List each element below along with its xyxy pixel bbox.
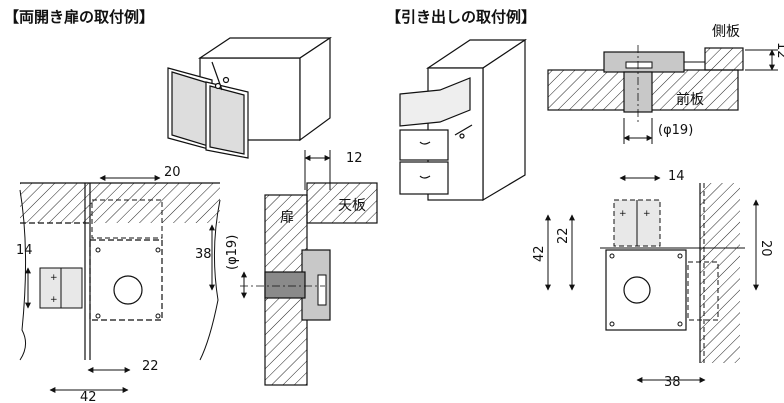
label-front-panel: 前板 [676,91,704,108]
left-front-dim-right: 38 [195,247,212,262]
left-front-dim-bottom-22: 22 [142,359,159,374]
left-front-dim-top: 20 [164,165,181,180]
left-side-dim-left: (φ19) [225,235,240,270]
cabinet-illustration [167,36,332,159]
svg-text:+: + [619,209,627,219]
left-front-dim-left: 14 [16,243,33,258]
left-side-dim-top: 12 [346,151,363,166]
right-section-dim-bottom: (φ19) [658,123,693,138]
left-front-dim-bottom-42: 42 [80,390,97,403]
left-section-title: 【両開き扉の取付例】 [4,8,155,26]
right-front-dim-top: 14 [668,169,685,184]
svg-text:+: + [50,273,58,283]
right-section-view [547,45,744,122]
right-front-dim-right: 20 [758,240,773,257]
left-front-dims [25,175,215,393]
label-top-panel: 天板 [338,198,366,214]
drawer-illustration [399,38,527,202]
right-front-dim-left-22: 22 [556,227,571,244]
right-front-dim-left-42: 42 [532,245,547,262]
right-front-dim-bottom: 38 [664,375,681,390]
svg-text:+: + [50,295,58,305]
right-section-dims [623,49,778,144]
left-side-dims [241,150,331,299]
label-side-panel: 側板 [712,24,740,40]
left-side-view [240,182,378,386]
label-door: 扉 [280,210,294,226]
right-section-dim-right: 12 [774,42,784,59]
right-front-view: + + [600,183,745,363]
svg-text:+: + [643,209,651,219]
right-front-dims [545,175,759,383]
right-section-title: 【引き出しの取付例】 [386,8,537,26]
left-front-view: + + [19,182,221,361]
